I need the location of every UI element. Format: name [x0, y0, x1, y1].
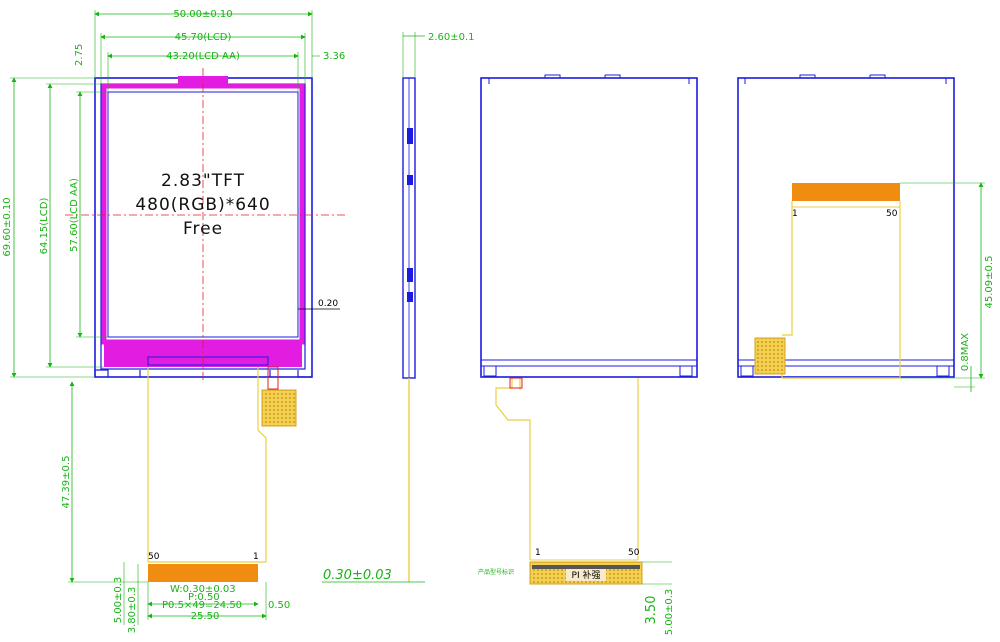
- dim-aa-height: 57.60(LCD AA): [69, 178, 80, 252]
- front-fpc-tail: [147, 367, 267, 562]
- rear-pin-1: 1: [792, 209, 798, 219]
- panel-resolution-label: 480(RGB)*640: [135, 195, 270, 215]
- dim-fpc-right-offset: 0.50: [268, 600, 290, 611]
- front-fpc-neck: [267, 366, 279, 390]
- side-view: 2.60±0.1 0.30±0.03: [322, 32, 475, 583]
- dim-comp-max: 0.8MAX: [960, 333, 971, 371]
- dim-top-left: 2.75: [74, 44, 85, 66]
- front-pin-50: 50: [148, 552, 160, 562]
- panel-free-label: Free: [183, 219, 223, 239]
- rear-component-pad: [754, 337, 786, 375]
- front-bottom-slot: [147, 356, 269, 366]
- dim-fpc-pitch-w: W:0.30±0.03: [170, 584, 236, 595]
- dim-back-tab-a: 3.50: [644, 596, 659, 625]
- dim-tab-height: 5.00±0.3: [113, 577, 124, 624]
- dim-outline-width: 50.00±0.10: [173, 9, 232, 20]
- front-pin-1: 1: [253, 552, 259, 562]
- rear-view: 1 50 45.09±0.5 0.8MAX: [737, 74, 995, 392]
- dim-fpc-thickness: 0.30±0.03: [323, 568, 392, 583]
- rear-gold-fingers: [792, 183, 900, 201]
- dim-tab-gold: 3.80±0.3: [127, 587, 138, 634]
- dim-rear-fpc-length: 45.09±0.5: [984, 256, 995, 309]
- back-pin-50: 50: [628, 548, 640, 558]
- rear-outline: [737, 77, 955, 378]
- dim-outline-height: 69.60±0.10: [2, 197, 13, 256]
- dim-fpc-pitch-p: P:0.50: [188, 592, 220, 603]
- dim-fpc-total-width: 25.50: [191, 611, 220, 622]
- front-component-pad: [261, 389, 297, 427]
- back-stiffener-label: PI 补强: [572, 569, 601, 581]
- dim-edge-gap: 0.20: [318, 299, 338, 309]
- dim-lcd-width: 45.70(LCD): [175, 32, 232, 43]
- back-fpc-tail: [495, 378, 639, 560]
- back-pin-1: 1: [535, 548, 541, 558]
- dim-aa-width: 43.20(LCD AA): [166, 51, 240, 62]
- back-outline: [480, 77, 698, 378]
- back-stiffener-note: 产品型号标识: [478, 568, 514, 576]
- dim-top-right: 3.36: [323, 51, 345, 62]
- back-view: 1 50 PI 补强 产品型号标识 3.50 5.00±0.3: [478, 74, 698, 636]
- front-dimensions: 50.00±0.10 45.70(LCD) 43.20(LCD AA) 2.75…: [2, 9, 345, 633]
- front-gold-fingers: [148, 564, 258, 582]
- dim-fpc-pitch-total: P0.5×49=24.50: [162, 600, 242, 611]
- dim-back-tab-b: 5.00±0.3: [664, 589, 675, 636]
- front-bottom-feet: [94, 369, 312, 378]
- front-view: 2.83"TFT 480(RGB)*640 Free 50 1: [65, 68, 345, 582]
- rear-pin-50: 50: [886, 209, 898, 219]
- dim-thickness: 2.60±0.1: [428, 32, 475, 43]
- panel-size-label: 2.83"TFT: [161, 171, 245, 191]
- dim-fpc-length: 47.39±0.5: [61, 456, 72, 509]
- dim-lcd-height: 64.15(LCD): [39, 198, 50, 255]
- rear-fpc-tail: [781, 201, 901, 379]
